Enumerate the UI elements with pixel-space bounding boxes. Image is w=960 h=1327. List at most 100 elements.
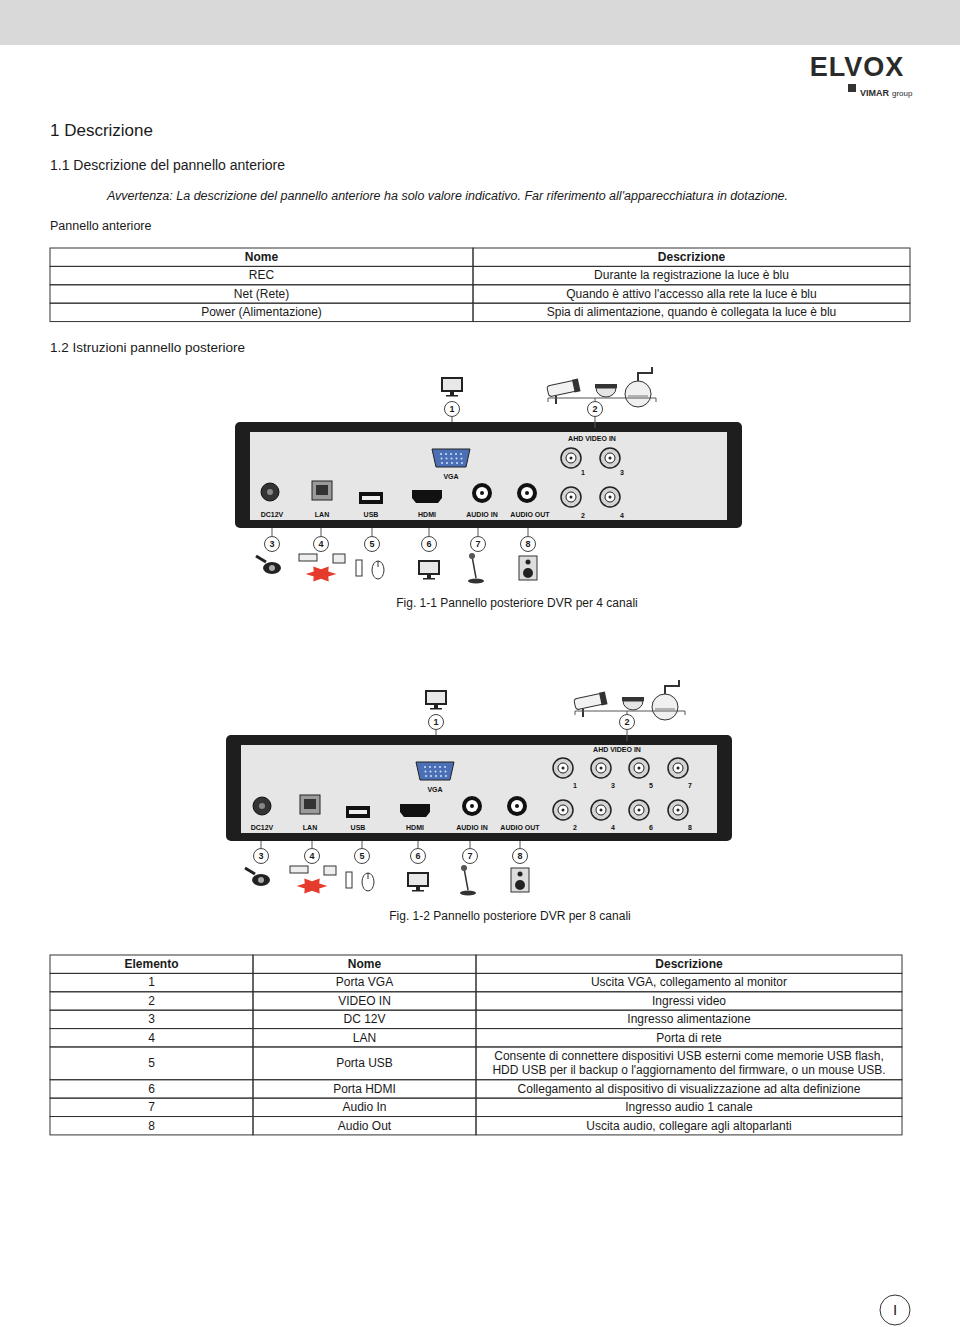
table-cell: DC 12V xyxy=(257,1012,472,1026)
heading-text: Pannello anteriore xyxy=(50,219,151,234)
table-cell: Ingresso audio 1 canale xyxy=(480,1100,898,1114)
table-cell: Durante la registrazione la luce è blu xyxy=(477,268,906,282)
bnc-connector xyxy=(629,758,649,778)
bnc-connector xyxy=(600,487,620,507)
port-label: DC12V xyxy=(251,824,274,832)
table-cell-border xyxy=(476,1010,902,1028)
table-cell: Porta HDMI xyxy=(257,1082,472,1096)
callout-circle xyxy=(365,537,380,552)
port-label: LAN xyxy=(315,511,329,519)
table-cell-border xyxy=(50,285,473,303)
table-cell: 7 xyxy=(54,1100,249,1114)
vga-port xyxy=(416,762,454,780)
table-cell: LAN xyxy=(257,1031,472,1045)
table-header: Nome xyxy=(54,250,469,264)
port-label: 4 xyxy=(611,824,615,832)
hdmi-port xyxy=(412,490,442,503)
table-cell: Audio In xyxy=(257,1100,472,1114)
dc-jack xyxy=(253,797,271,815)
monitor-icon xyxy=(407,872,429,892)
bnc-connector xyxy=(668,800,688,820)
logo-text: group xyxy=(892,89,912,99)
port-label: 2 xyxy=(581,512,585,520)
table-cell-border xyxy=(50,992,253,1010)
lan-port xyxy=(300,795,320,814)
table-cell-border xyxy=(476,1080,902,1098)
table-cell: 6 xyxy=(54,1082,249,1096)
table-grid xyxy=(50,248,910,1135)
bnc-connector xyxy=(553,758,573,778)
router-internet-icon xyxy=(299,554,345,582)
port-label: VGA xyxy=(427,786,442,794)
callout-circle xyxy=(429,715,444,730)
table-cell: Spia di alimentazione, quando è collegat… xyxy=(477,305,906,319)
router-internet-icon xyxy=(290,866,336,894)
port-label: 7 xyxy=(688,782,692,790)
table-cell: Porta di rete xyxy=(480,1031,898,1045)
callout-number: 1 xyxy=(449,404,454,415)
port-label: 1 xyxy=(573,782,577,790)
table-cell: Ingresso alimentazione xyxy=(480,1012,898,1026)
bnc-connector xyxy=(561,487,581,507)
port-label: AUDIO OUT xyxy=(510,511,549,519)
port-label: 1 xyxy=(581,469,585,477)
port-label: 3 xyxy=(620,469,624,477)
usb-port xyxy=(359,492,383,504)
callout-number: 2 xyxy=(592,404,597,415)
table-cell-border xyxy=(253,1047,476,1080)
callout-number: 2 xyxy=(624,717,629,728)
callout-number: 4 xyxy=(318,539,323,550)
table-cell-border xyxy=(50,1010,253,1028)
table-cell-border xyxy=(253,973,476,991)
table-cell: 2 xyxy=(54,994,249,1008)
section-title: 1 Descrizione xyxy=(50,121,153,141)
table-cell: 4 xyxy=(54,1031,249,1045)
table-header: Descrizione xyxy=(480,957,898,971)
port-label: 3 xyxy=(611,782,615,790)
port-label: USB xyxy=(351,824,366,832)
vga-port xyxy=(432,449,470,467)
table-cell: Porta USB xyxy=(257,1056,472,1070)
audio-jack xyxy=(517,483,537,503)
table-cell: REC xyxy=(54,268,469,282)
table-cell-border xyxy=(473,285,910,303)
table-cell-border xyxy=(50,1047,253,1080)
dc-jack xyxy=(261,483,279,501)
table-cell-border xyxy=(253,1029,476,1047)
heading-text: Avvertenza: La descrizione del pannello … xyxy=(107,189,788,204)
callout-number: 8 xyxy=(525,539,530,550)
callout-number: 3 xyxy=(258,851,263,862)
port-label: AUDIO IN xyxy=(466,511,498,519)
table-cell-border xyxy=(476,1117,902,1135)
table-header: Descrizione xyxy=(477,250,906,264)
callout-circle xyxy=(314,537,329,552)
port-label: AUDIO IN xyxy=(456,824,488,832)
table-cell-border xyxy=(473,303,910,321)
table-cell: 1 xyxy=(54,975,249,989)
bnc-connector xyxy=(553,800,573,820)
table-cell-border xyxy=(476,973,902,991)
table-cell: Quando è attivo l'accesso alla rete la l… xyxy=(477,287,906,301)
audio-jack xyxy=(462,796,482,816)
table-cell-border xyxy=(473,248,910,266)
lan-port xyxy=(312,481,332,500)
microphone-icon xyxy=(460,865,476,896)
hdmi-port xyxy=(400,804,430,817)
callout-number: 6 xyxy=(415,851,420,862)
table-cell-border xyxy=(253,1098,476,1116)
table-cell-border xyxy=(253,992,476,1010)
callout-circle xyxy=(463,849,478,864)
monitor-icon xyxy=(425,690,447,710)
table-cell-border xyxy=(50,973,253,991)
callout-circle xyxy=(445,402,460,417)
port-label: AHD VIDEO IN xyxy=(593,746,641,754)
callout-number: 3 xyxy=(269,539,274,550)
power-adapter-icon xyxy=(256,556,281,574)
table-cell: Net (Rete) xyxy=(54,287,469,301)
table-cell: Collegamento al dispositivo di visualizz… xyxy=(480,1082,898,1096)
callout-circle xyxy=(411,849,426,864)
header-bar xyxy=(0,0,960,45)
table-cell-border xyxy=(476,1029,902,1047)
camera-icons xyxy=(547,367,652,407)
callout-circle xyxy=(471,537,486,552)
